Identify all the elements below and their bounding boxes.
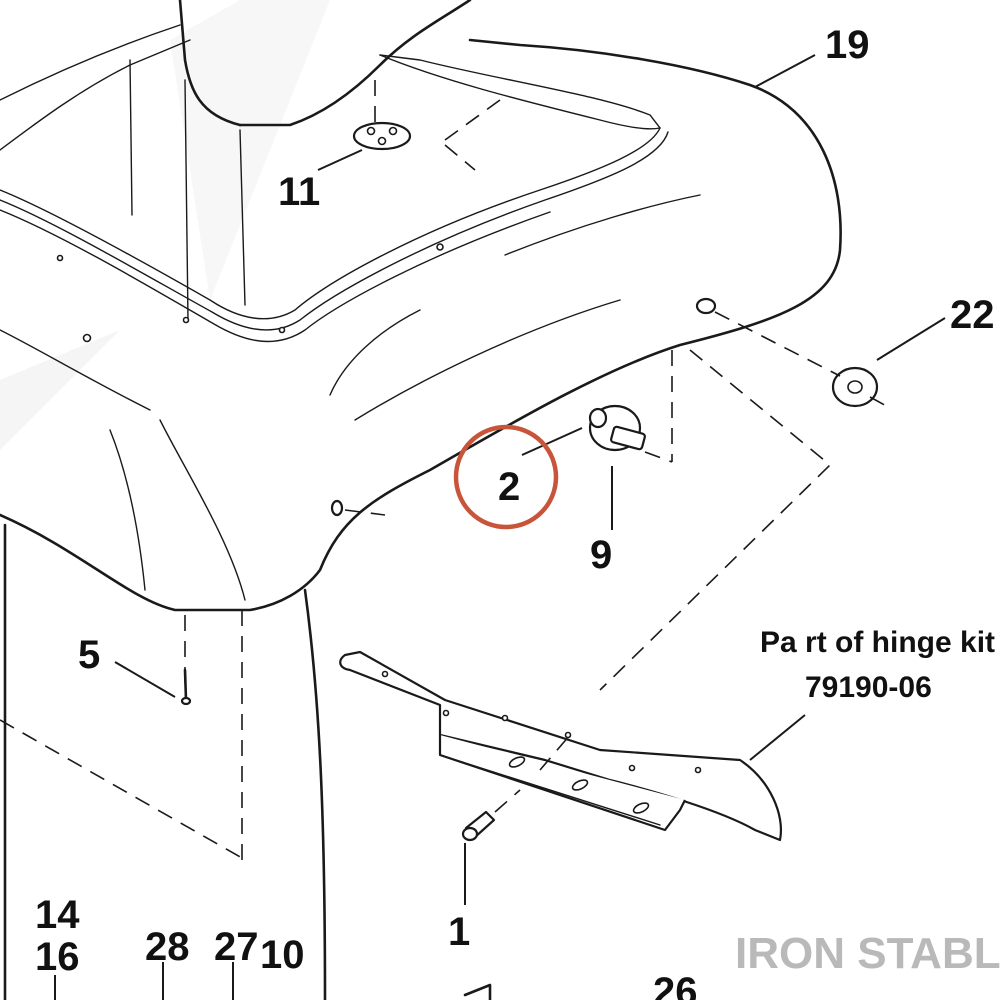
iron-stable-watermark: IRON STABLE [735, 929, 1000, 978]
callout-2: 2 [498, 465, 520, 509]
part-26-edge [463, 983, 492, 1000]
callout-10: 10 [260, 933, 305, 977]
kit-note-line1: Pa rt of hinge kit [760, 626, 995, 659]
callout-28: 28 [145, 925, 190, 969]
callout-22: 22 [950, 293, 995, 337]
part-9-stud [588, 349, 832, 691]
part-2-hole [330, 499, 386, 517]
lid-shell [0, 0, 842, 612]
callout-11: 11 [278, 170, 320, 214]
part-5-screw [180, 668, 192, 706]
callout-27: 27 [214, 925, 259, 969]
kit-note-line2: 79190-06 [805, 671, 932, 704]
leader-lines [54, 54, 946, 1000]
part-11-cap [352, 80, 501, 171]
callout-16: 16 [35, 935, 80, 979]
case-body [0, 523, 327, 1000]
callout-19: 19 [825, 23, 870, 67]
callout-1: 1 [448, 910, 470, 954]
background-watermark-band [0, 0, 330, 450]
highlight-circle [453, 424, 559, 530]
callout-26: 26 [653, 970, 698, 1000]
callout-5: 5 [78, 633, 100, 677]
part-22-grommet [695, 297, 891, 409]
callout-14: 14 [35, 893, 80, 937]
part-1-screw [461, 734, 571, 842]
callout-9: 9 [590, 533, 612, 577]
